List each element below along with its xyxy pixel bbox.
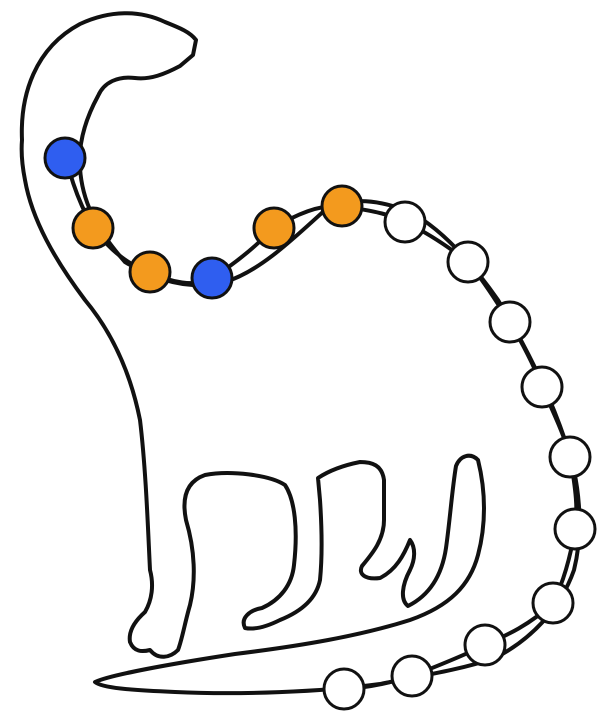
bead-orange [130,252,170,292]
bead-white [533,583,573,623]
bead-white [490,302,530,342]
bead-orange [73,208,113,248]
bead-white [324,669,364,709]
bead-blue [192,258,232,298]
bead-white [555,509,595,549]
bead-white [392,656,432,696]
bead-white [550,437,590,477]
bead-string [66,158,576,689]
bead-white [448,242,488,282]
dinosaur-outline [22,13,580,693]
bead-group [45,138,595,709]
bead-white [465,625,505,665]
bead-orange [322,186,362,226]
bead-white [522,367,562,407]
bead-white [385,202,425,242]
bead-orange [254,208,294,248]
bead-blue [45,138,85,178]
